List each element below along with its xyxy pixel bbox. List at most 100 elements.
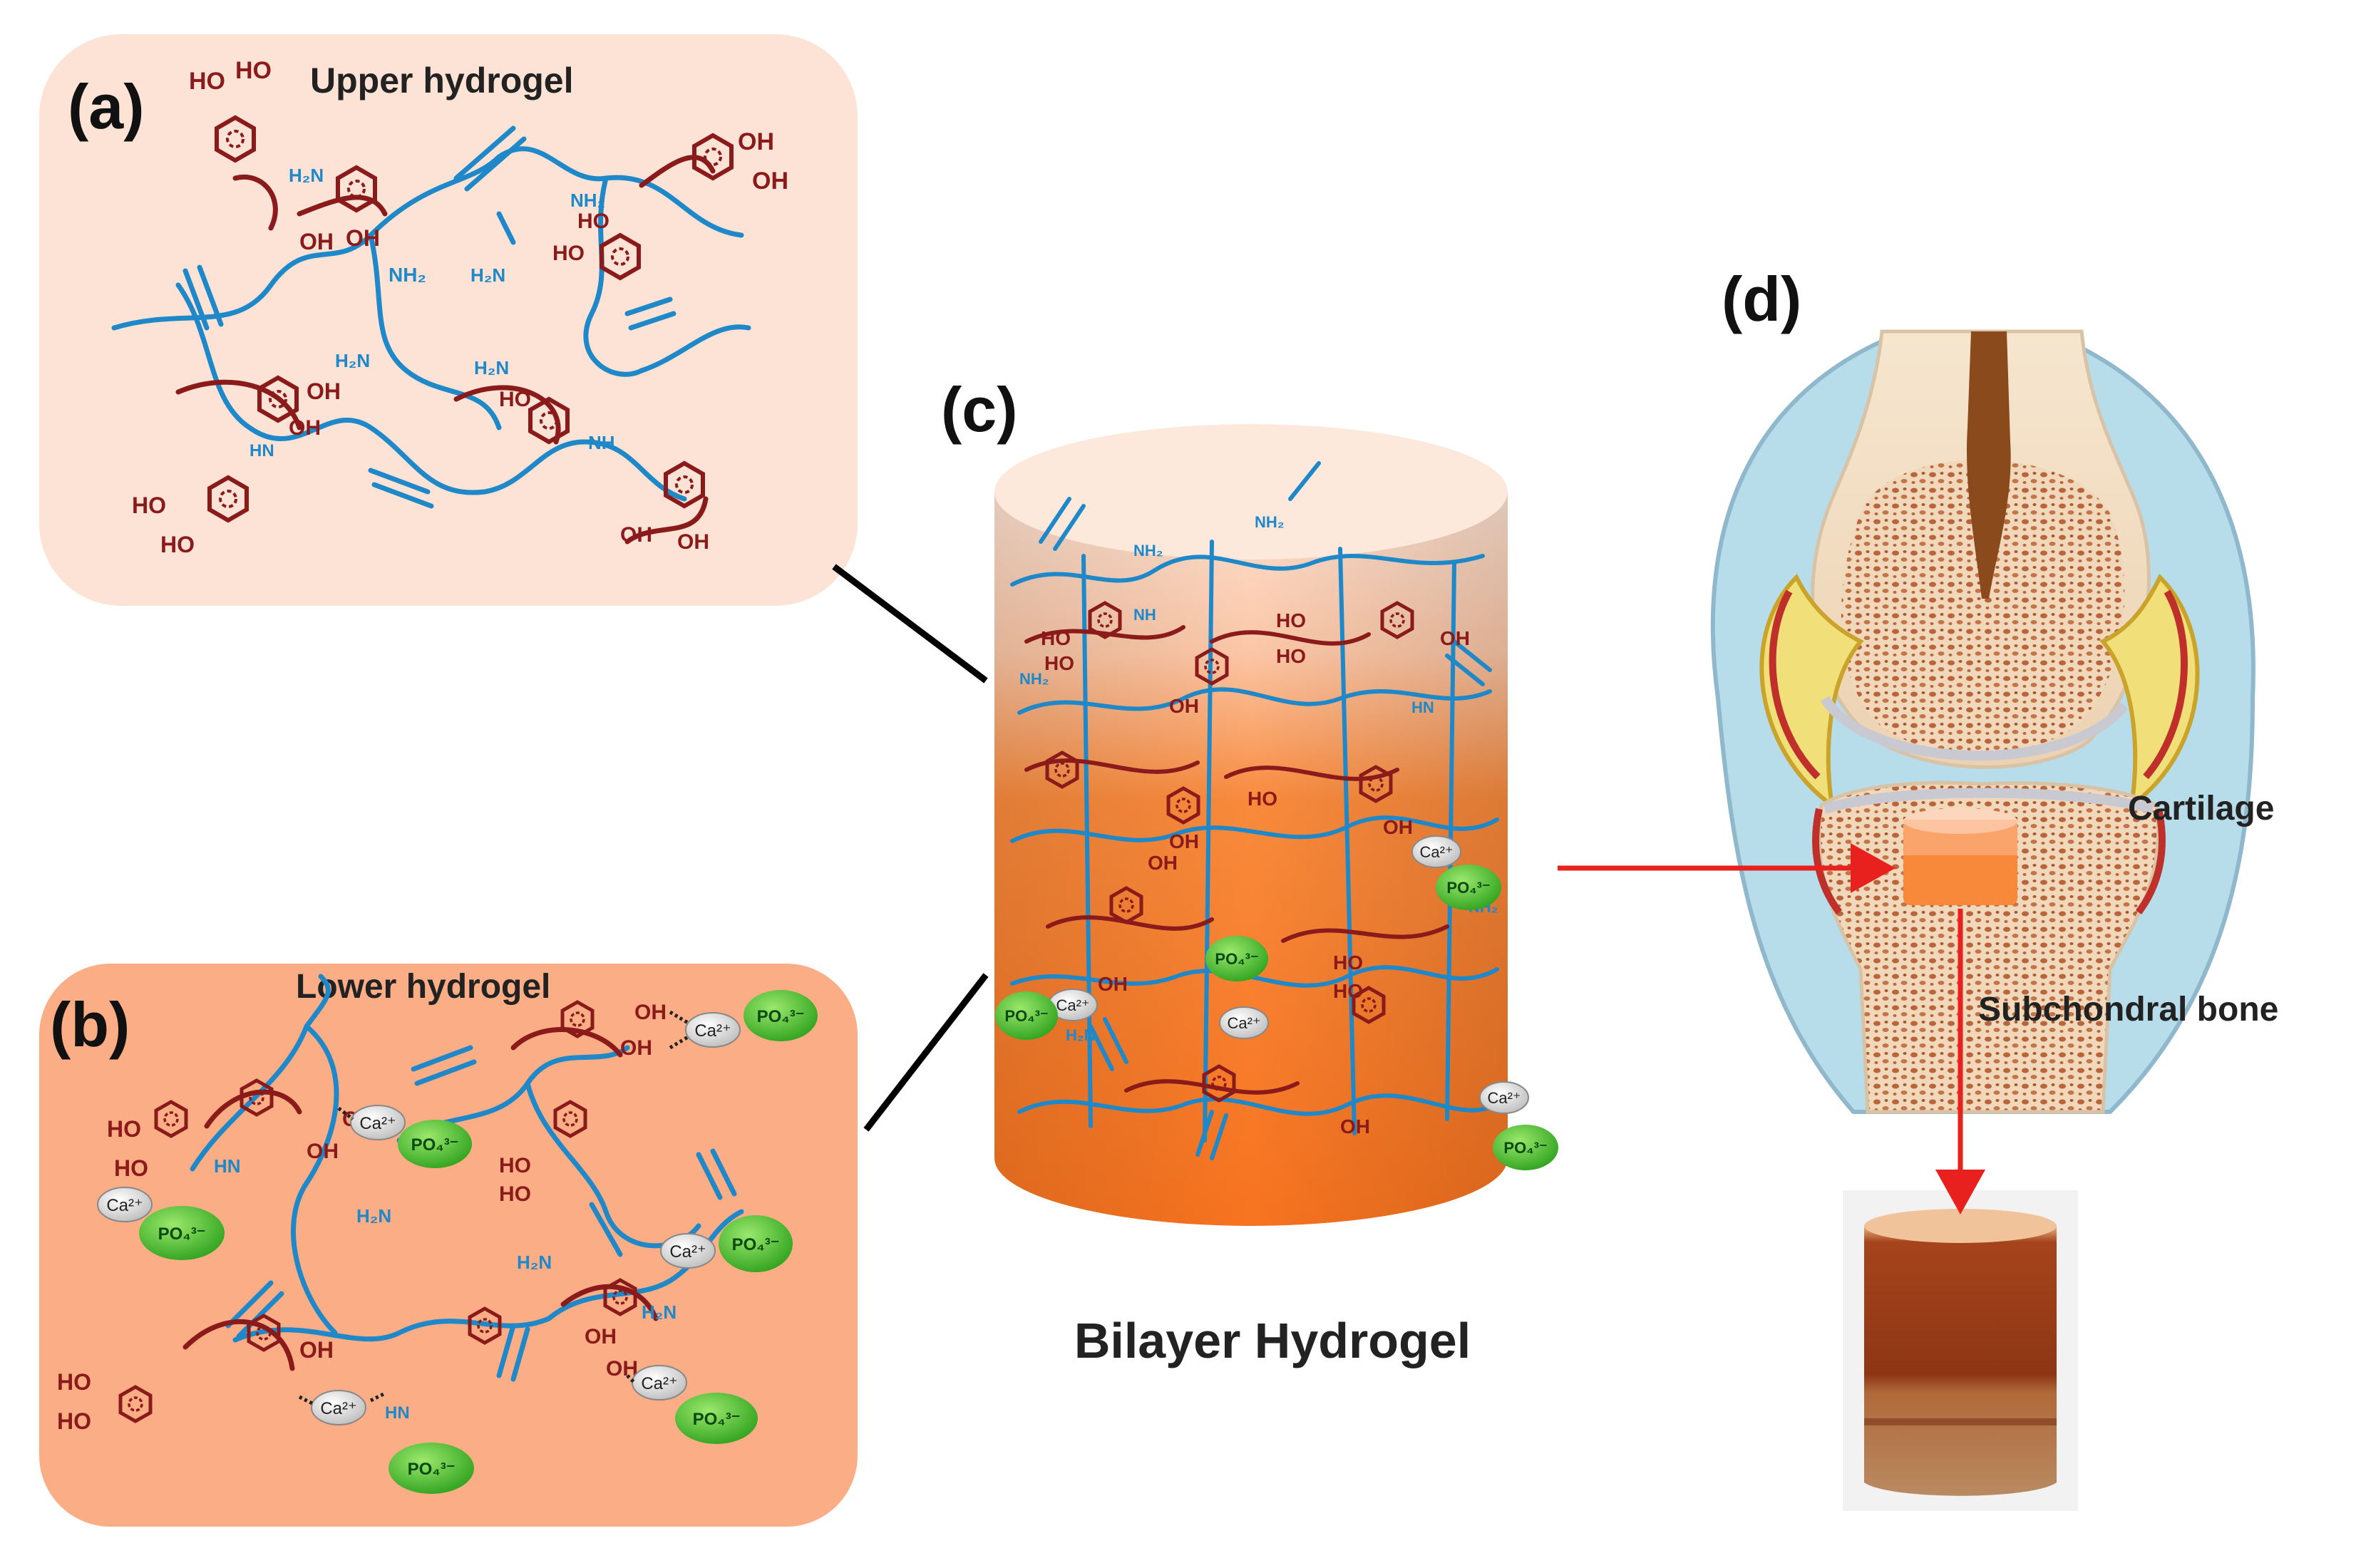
calcium-ion-label: Ca²⁺ — [1227, 1014, 1260, 1032]
connector-lower-to-cylinder — [863, 973, 989, 1132]
lower-oh-label-1: OH — [634, 1001, 667, 1024]
upper-oh-label-1: OH — [299, 229, 334, 254]
lower-oh-label-5: OH — [299, 1337, 334, 1363]
lower-ion-pair-5: Ca²⁺ PO₄³⁻ — [311, 1390, 474, 1494]
cyl-oh-3: OH — [1148, 852, 1178, 874]
phosphate-ion-label: PO₄³⁻ — [1215, 950, 1258, 968]
upper-nh2-label-1: NH₂ — [389, 264, 426, 286]
phosphate-ion-label: PO₄³⁻ — [158, 1224, 206, 1244]
cyl-oh-1: OH — [1169, 695, 1199, 717]
lower-ion-pair-6: Ca²⁺ PO₄³⁻ — [632, 1365, 758, 1444]
femoral-cartilage — [1821, 696, 2129, 761]
subchondral-bone-label: Subchondral bone — [1978, 991, 2278, 1028]
right-meniscus — [2099, 573, 2200, 810]
cyl-ho-7: HO — [1333, 980, 1363, 1002]
upper-h2n-label-3: H₂N — [335, 350, 370, 371]
upper-polymer-network — [111, 125, 751, 509]
panel-c-bilayer-cylinder: (c) — [941, 374, 1558, 1368]
lower-oh-label-4: OH — [307, 1140, 339, 1163]
upper-nh-label-1: NH — [588, 432, 615, 453]
phosphate-ion-label: PO₄³⁻ — [1004, 1007, 1048, 1025]
upper-nh2-label-2: NH₂ — [570, 190, 605, 211]
upper-ho-label-7: HO — [160, 532, 195, 557]
lower-ion-pair-3: Ca²⁺ PO₄³⁻ — [97, 1187, 225, 1260]
upper-hn-label-1: HN — [250, 441, 274, 460]
upper-oh-label-8: OH — [677, 530, 709, 554]
left-tibial-edge — [1812, 808, 1843, 914]
connector-upper-to-cylinder — [832, 564, 988, 684]
upper-h2n-label-2: H₂N — [470, 264, 505, 286]
cylinder-top — [994, 424, 1508, 559]
calcium-ion-label: Ca²⁺ — [320, 1399, 356, 1418]
cylinder-ion-pair-1: Ca²⁺ PO₄³⁻ — [1411, 835, 1501, 910]
lower-oh-label-2: OH — [620, 1036, 652, 1060]
lower-h2n-label-2: H₂N — [517, 1252, 552, 1273]
upper-ho-label-4: HO — [577, 210, 609, 233]
lower-h2n-label-3: H₂N — [642, 1301, 677, 1323]
cyl-hn-1: HN — [1411, 698, 1434, 716]
upper-h2n-label-4: H₂N — [474, 357, 509, 378]
upper-ho-label-1: HO — [189, 68, 225, 95]
calcium-ion-label: Ca²⁺ — [641, 1374, 677, 1393]
tibial-cartilage — [1823, 788, 2154, 814]
calcium-ion-label: Ca²⁺ — [106, 1196, 143, 1215]
lower-hn-label-2: HN — [385, 1403, 410, 1423]
hydrogel-sample-photo — [1843, 1190, 2078, 1511]
lower-ho-label-2: HO — [114, 1155, 148, 1181]
cyl-ho-3: HO — [1276, 609, 1306, 631]
lower-oh-label-6: OH — [585, 1325, 617, 1348]
calcium-ion-label: Ca²⁺ — [1487, 1089, 1521, 1107]
cartilage-label: Cartilage — [2128, 790, 2274, 827]
left-meniscus-edge — [1769, 589, 1821, 780]
panel-d-knee-joint: (d) Cartilage Subchondral bone — [1710, 264, 2278, 1511]
calcium-ion-label: Ca²⁺ — [1419, 843, 1453, 861]
cylinder-polymer-network — [1010, 461, 1499, 1160]
femur-marrow-canal — [1967, 331, 2011, 599]
upper-oh-label-5: OH — [307, 378, 341, 404]
right-tibial-edge — [2135, 808, 2166, 914]
cylinder-ion-pair-2: Ca²⁺ PO₄³⁻ — [1205, 936, 1269, 1039]
upper-hydrogel-title: Upper hydrogel — [310, 61, 573, 100]
left-meniscus — [1759, 573, 1864, 810]
upper-oh-label-2: OH — [346, 225, 380, 251]
lower-ion-pair-1: Ca²⁺ PO₄³⁻ — [685, 990, 818, 1048]
cyl-nh2-2: NH₂ — [1255, 513, 1285, 531]
lower-ion-pair-4: Ca²⁺ PO₄³⁻ — [660, 1215, 793, 1272]
cyl-oh-2: OH — [1440, 627, 1470, 649]
cyl-nh2-1: NH₂ — [1133, 542, 1163, 559]
cyl-oh-6: OH — [1098, 973, 1128, 995]
upper-ho-label-5: HO — [499, 388, 531, 411]
phosphate-ion-label: PO₄³⁻ — [732, 1235, 780, 1254]
cyl-oh-7: OH — [1340, 1115, 1370, 1138]
upper-oh-label-4: OH — [752, 167, 788, 195]
implanted-hydrogel — [1903, 808, 2017, 905]
upper-ho-label-2: HO — [235, 57, 272, 84]
cyl-ho-1: HO — [1041, 627, 1071, 649]
red-arrows — [1558, 843, 1985, 1214]
cyl-ho-2: HO — [1044, 652, 1074, 674]
lower-ho-label-5: HO — [57, 1369, 91, 1395]
phosphate-ion-label: PO₄³⁻ — [693, 1410, 741, 1429]
cyl-oh-5: OH — [1383, 816, 1413, 838]
lower-polymer-network — [190, 974, 744, 1382]
panel-a-label: (a) — [68, 71, 145, 142]
upper-oh-label-6: OH — [289, 416, 321, 440]
calcium-ion-label: Ca²⁺ — [669, 1242, 706, 1262]
phosphate-ion-label: PO₄³⁻ — [411, 1135, 459, 1155]
lower-ho-label-3: HO — [499, 1154, 531, 1177]
cylinder-ion-pair-3: Ca²⁺ PO₄³⁻ — [995, 989, 1098, 1040]
cyl-h2n-1: H₂N — [1066, 1026, 1096, 1044]
upper-ho-label-3: HO — [552, 242, 585, 265]
upper-ho-label-6: HO — [132, 492, 166, 518]
cylinder-ion-pair-4: Ca²⁺ PO₄³⁻ — [1479, 1081, 1558, 1170]
upper-h2n-label-1: H₂N — [289, 165, 324, 186]
phosphate-ion-label: PO₄³⁻ — [757, 1007, 805, 1026]
femur-spongy-bone — [1841, 460, 2125, 754]
lower-h2n-label-1: H₂N — [356, 1205, 391, 1227]
coordination-bonds — [298, 1010, 689, 1406]
calcium-ion-label: Ca²⁺ — [359, 1114, 396, 1133]
lower-hn-label-1: HN — [214, 1155, 241, 1177]
cyl-ho-5: HO — [1248, 788, 1277, 810]
calcium-ion-label: Ca²⁺ — [694, 1021, 731, 1041]
cyl-nh2-3: NH₂ — [1019, 670, 1049, 688]
